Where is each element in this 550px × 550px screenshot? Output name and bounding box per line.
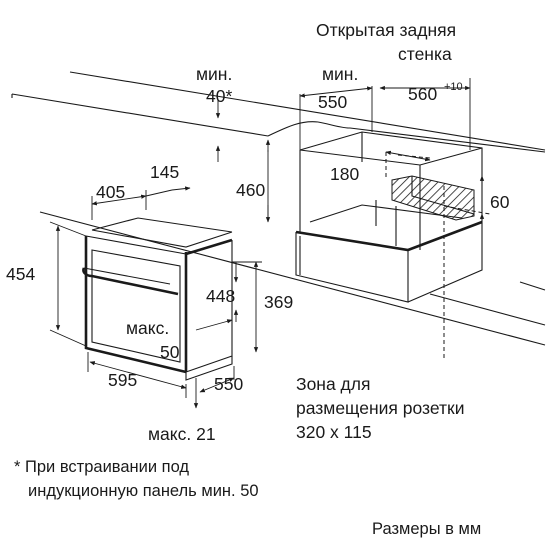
socket-zone-line1: Зона для <box>296 374 370 394</box>
dim-180: 180 <box>330 164 359 184</box>
dim-max-50: 50 <box>160 342 180 362</box>
dim-448: 448 <box>206 286 235 306</box>
rear-opening-hatch <box>391 175 475 221</box>
dim-595: 595 <box>108 370 137 390</box>
footnote-line2: индукционную панель мин. 50 <box>28 482 259 500</box>
footnote-line1: * При встраивании под <box>14 458 189 476</box>
dim-max-21: макс. 21 <box>148 424 216 444</box>
dim-560-tolerance: +10 <box>444 81 463 93</box>
dim-460: 460 <box>236 180 265 200</box>
dim-min-40: 40* <box>206 86 232 106</box>
max-label: макс. <box>126 318 169 338</box>
dim-369: 369 <box>264 292 293 312</box>
dimension-lines <box>49 78 485 409</box>
dim-60: 60 <box>490 192 510 212</box>
units-note: Размеры в мм <box>372 520 481 538</box>
dim-145: 145 <box>150 162 179 182</box>
rear-open-label-line1: Открытая задняя <box>316 20 456 40</box>
base-worktop <box>39 211 546 346</box>
diagram-labels: Открытая задняя стенка мин. 40* мин. 550… <box>6 20 510 538</box>
countertop <box>11 71 546 153</box>
dim-405: 405 <box>96 182 125 202</box>
rear-open-label-line2: стенка <box>398 44 452 64</box>
socket-zone-line2: размещения розетки <box>296 398 464 418</box>
dim-454: 454 <box>6 264 35 284</box>
dim-550-bottom: 550 <box>214 374 243 394</box>
min-label-right: мин. <box>322 64 358 84</box>
dim-550-top: 550 <box>318 92 347 112</box>
min-label-left: мин. <box>196 64 232 84</box>
socket-zone-line3: 320 x 115 <box>296 422 372 442</box>
dim-560: 560 <box>408 84 437 104</box>
